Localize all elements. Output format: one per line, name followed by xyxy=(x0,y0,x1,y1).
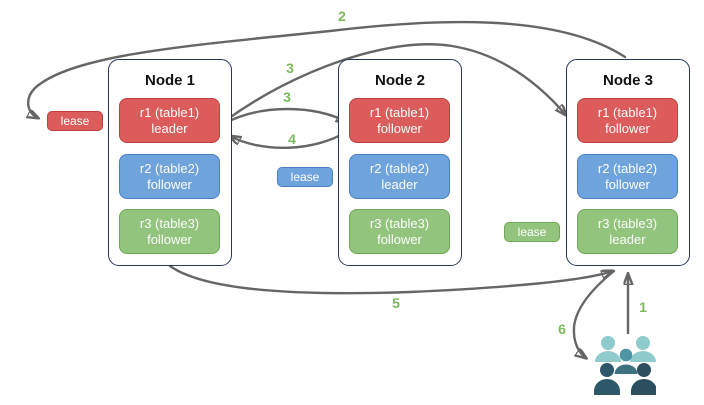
replica-role: follower xyxy=(377,231,422,247)
replica-name: r3 (table3) xyxy=(597,215,658,231)
node-3-box: Node 3 r1 (table1) follower r2 (table2) … xyxy=(566,59,690,266)
step-label-1: 1 xyxy=(639,299,647,315)
node-1-replica-r1: r1 (table1) leader xyxy=(119,98,220,143)
replica-name: r2 (table2) xyxy=(139,160,200,176)
lease-badge-table2: lease xyxy=(277,167,333,187)
step-label-3a: 3 xyxy=(286,60,294,76)
replica-name: r3 (table3) xyxy=(369,215,430,231)
person-icon xyxy=(594,363,620,395)
node-2-box: Node 2 r1 (table1) follower r2 (table2) … xyxy=(338,59,462,266)
users-group-icon xyxy=(590,334,657,400)
replica-role: leader xyxy=(609,231,646,247)
node-3-replica-r2: r2 (table2) follower xyxy=(577,154,678,199)
replica-name: r1 (table1) xyxy=(597,104,658,120)
person-icon xyxy=(614,348,638,374)
replica-role: follower xyxy=(377,120,422,136)
person-icon xyxy=(595,336,621,362)
step-label-5: 5 xyxy=(392,295,400,311)
lease-badge-table3: lease xyxy=(504,222,560,242)
arrow-step-5 xyxy=(168,264,612,295)
node-2-replica-r2: r2 (table2) leader xyxy=(349,154,450,199)
node-1-title: Node 1 xyxy=(144,72,195,89)
step-label-4: 4 xyxy=(288,131,296,147)
node-3-replica-r1: r1 (table1) follower xyxy=(577,98,678,143)
replica-role: follower xyxy=(605,120,650,136)
replica-role: leader xyxy=(151,120,188,136)
node-2-replica-r1: r1 (table1) follower xyxy=(349,98,450,143)
node-3-replica-r3: r3 (table3) leader xyxy=(577,209,678,254)
node-2-replica-r3: r3 (table3) follower xyxy=(349,209,450,254)
lease-badge-table1: lease xyxy=(47,111,103,131)
person-icon xyxy=(631,363,657,395)
arrow-step-3-to-node2 xyxy=(223,107,347,125)
replica-role: follower xyxy=(605,176,650,192)
step-label-3b: 3 xyxy=(283,89,291,105)
replica-role: follower xyxy=(147,231,192,247)
node-2-title: Node 2 xyxy=(374,72,425,89)
replica-name: r1 (table1) xyxy=(369,104,430,120)
replica-role: follower xyxy=(147,176,192,192)
replica-name: r2 (table2) xyxy=(369,160,430,176)
node-3-title: Node 3 xyxy=(602,72,653,89)
node-1-replica-r3: r3 (table3) follower xyxy=(119,209,220,254)
replica-name: r1 (table1) xyxy=(139,104,200,120)
step-label-6: 6 xyxy=(558,321,566,337)
replica-role: leader xyxy=(381,176,418,192)
replica-name: r3 (table3) xyxy=(139,215,200,231)
replica-name: r2 (table2) xyxy=(597,160,658,176)
node-1-replica-r2: r2 (table2) follower xyxy=(119,154,220,199)
node-1-box: Node 1 r1 (table1) leader r2 (table2) fo… xyxy=(108,59,232,266)
step-label-2: 2 xyxy=(338,8,346,24)
person-icon xyxy=(630,336,656,362)
